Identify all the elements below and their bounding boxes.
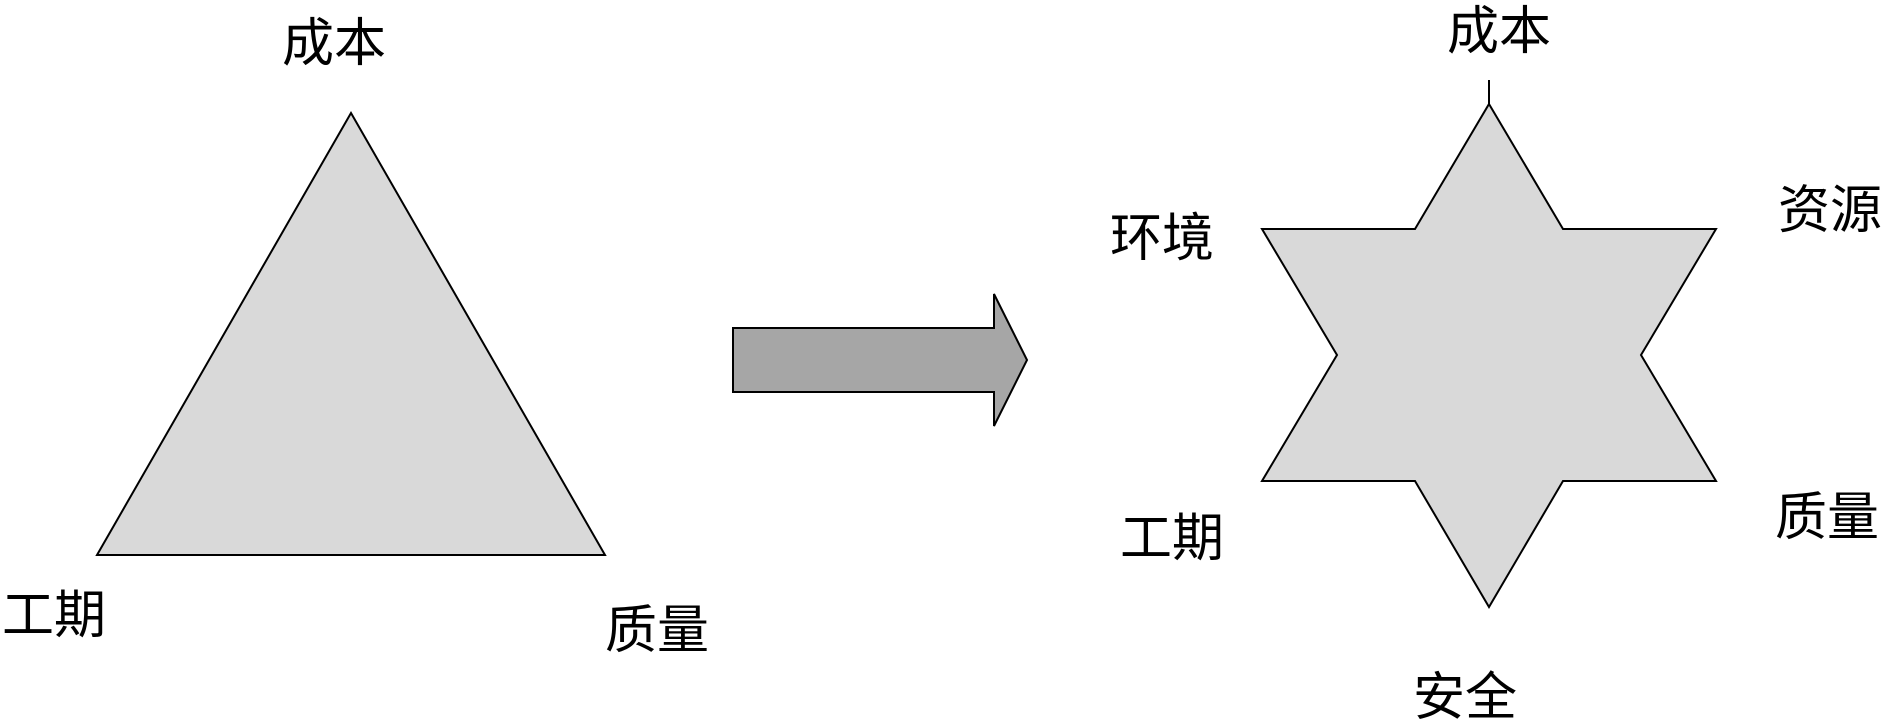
star-label-lower-right: 质量	[1775, 488, 1880, 548]
triangle-label-bottom-left: 工期	[2, 586, 107, 646]
star-label-lower-left: 工期	[1120, 509, 1225, 569]
star-label-upper-right: 资源	[1778, 181, 1883, 241]
star-label-top: 成本	[1447, 2, 1552, 62]
transition-arrow	[732, 293, 1029, 427]
star-label-bottom: 安全	[1413, 668, 1518, 728]
six-pointed-star-shape	[1260, 102, 1718, 609]
triangle-label-top: 成本	[282, 14, 387, 74]
star-label-upper-left: 环境	[1110, 209, 1215, 269]
triangle-shape	[95, 110, 607, 556]
triangle-label-bottom-right: 质量	[605, 601, 710, 661]
